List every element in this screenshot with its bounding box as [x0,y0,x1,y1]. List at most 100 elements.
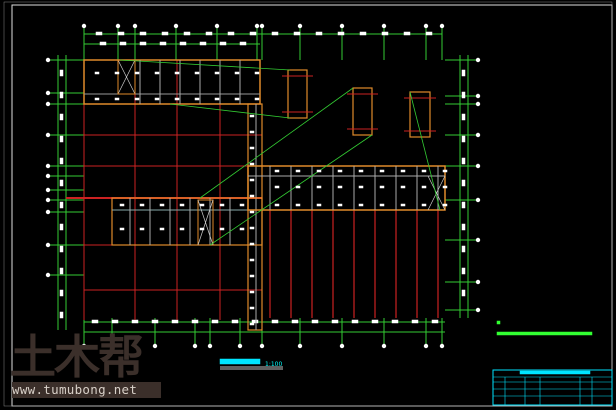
dimension-text [227,31,235,36]
axis-bubble [214,23,220,29]
axis-bubble [339,343,345,349]
axis-bubble [381,23,387,29]
axis-bubble [45,101,51,107]
column-marker [442,185,448,189]
dimension-text [59,91,64,99]
column-marker [295,203,301,207]
column-marker [358,169,364,173]
dimension-text [183,31,191,36]
axis-bubble [339,23,345,29]
column-marker [254,71,260,75]
column-marker [274,203,280,207]
dimension-text [239,41,247,46]
notes-heading [496,320,501,325]
axis-bubble [475,307,481,313]
axis-bubble [475,197,481,203]
dimension-text [381,31,389,36]
dimension-text [461,135,466,143]
dimension-text [59,245,64,253]
axis-bubble [45,163,51,169]
axis-bubble [45,242,51,248]
column-marker [295,169,301,173]
axis-bubble [475,101,481,107]
dimension-text [119,41,127,46]
column-marker [249,178,255,182]
leader-line [199,87,354,199]
axis-bubble [45,187,51,193]
dimension-text [425,31,433,36]
column-marker [174,71,180,75]
dimension-text [99,41,107,46]
axis-bubble [423,343,429,349]
sheet-border [3,1,613,407]
dimension-text [331,319,339,324]
column-marker [174,97,180,101]
axis-bubble [81,343,87,349]
column-marker [337,185,343,189]
dimension-text [59,69,64,77]
axis-bubble [109,343,115,349]
detail-box [287,69,308,119]
column-marker [214,97,220,101]
axis-bubble [81,23,87,29]
dimension-text [461,223,466,231]
axis-bubble [475,93,481,99]
column-marker [134,97,140,101]
wall-block [111,197,263,246]
dimension-text [293,31,301,36]
column-marker [249,146,255,150]
column-marker [249,210,255,214]
axis-bubble [439,23,445,29]
dimension-text [211,319,219,324]
column-marker [219,227,225,231]
column-marker [316,169,322,173]
dimension-text [59,179,64,187]
title-block [492,369,613,406]
dimension-text [199,41,207,46]
axis-bubble [45,272,51,278]
dimension-text [461,245,466,253]
axis-bubble [173,23,179,29]
stair-opening [197,199,214,246]
leader-line [169,103,291,119]
detail-box [352,87,373,136]
axis-bubble [152,343,158,349]
axis-bubble [259,343,265,349]
column-marker [400,203,406,207]
detail-box [409,91,431,138]
dimension-text [171,319,179,324]
dimension-text [231,319,239,324]
column-marker [421,169,427,173]
axis-bubble [439,343,445,349]
column-marker [249,130,255,134]
axis-bubble [254,23,260,29]
dimension-text [461,289,466,297]
column-marker [442,203,448,207]
dimension-text [59,267,64,275]
axis-bubble [115,23,121,29]
dimension-text [59,135,64,143]
dimension-text [95,31,103,36]
column-marker [94,97,100,101]
drawing-scale: 1:100 [265,361,283,368]
dimension-text [403,31,411,36]
dimension-text [179,41,187,46]
dimension-text [461,113,466,121]
column-marker [254,97,260,101]
axis-bubble [45,197,51,203]
opening-cross [117,59,136,95]
axis-bubble [45,57,51,63]
column-marker [219,203,225,207]
dimension-text [139,31,147,36]
notes-text [496,331,593,336]
axis-bubble [475,237,481,243]
dimension-text [161,31,169,36]
column-marker [239,203,245,207]
dimension-text [315,31,323,36]
column-marker [199,227,205,231]
column-marker [358,203,364,207]
dimension-text [111,319,119,324]
column-marker [119,227,125,231]
